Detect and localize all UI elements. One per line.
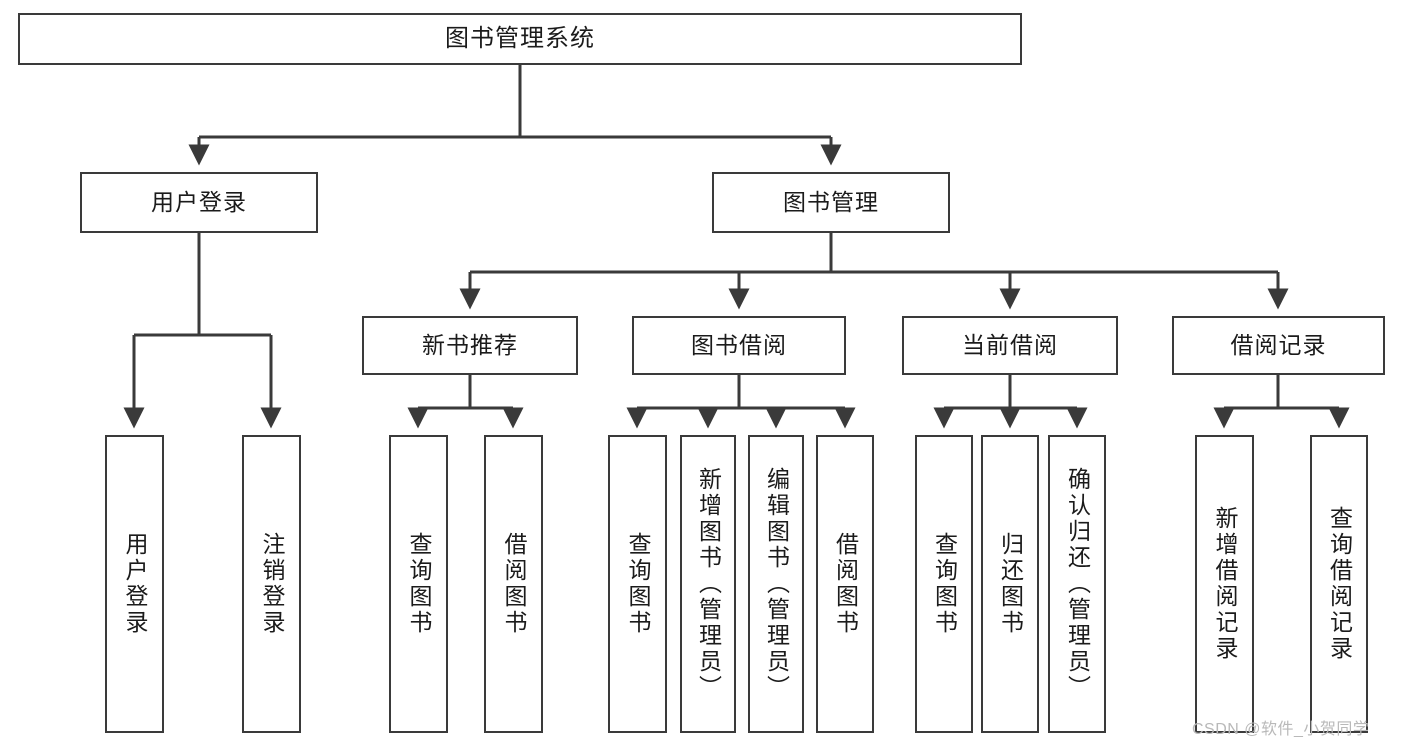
csdn-watermark: CSDN @软件_小贺同学	[1192, 721, 1370, 738]
node-leaf-logout[interactable]: 注销登录	[242, 435, 301, 733]
node-leaf-confirm-return[interactable]: 确认归还（管理员）	[1048, 435, 1106, 733]
node-root[interactable]: 图书管理系统	[18, 13, 1022, 65]
node-leaf-borrow-book[interactable]: 借阅图书	[816, 435, 874, 733]
node-leaf-add-book[interactable]: 新增图书（管理员）	[680, 435, 736, 733]
node-leaf-return-book[interactable]: 归还图书	[981, 435, 1039, 733]
node-leaf-query-borrow-record[interactable]: 查询借阅记录	[1310, 435, 1368, 733]
node-book-borrow[interactable]: 图书借阅	[632, 316, 846, 375]
node-current-borrow[interactable]: 当前借阅	[902, 316, 1118, 375]
node-leaf-borrow-book-rec[interactable]: 借阅图书	[484, 435, 543, 733]
node-leaf-add-borrow-record[interactable]: 新增借阅记录	[1195, 435, 1254, 733]
node-user-login[interactable]: 用户登录	[80, 172, 318, 233]
node-leaf-edit-book[interactable]: 编辑图书（管理员）	[748, 435, 804, 733]
node-book-manage[interactable]: 图书管理	[712, 172, 950, 233]
node-new-book-recommend[interactable]: 新书推荐	[362, 316, 578, 375]
node-leaf-query-book-cur[interactable]: 查询图书	[915, 435, 973, 733]
node-borrow-record[interactable]: 借阅记录	[1172, 316, 1385, 375]
node-leaf-query-book-borrow[interactable]: 查询图书	[608, 435, 667, 733]
node-leaf-query-book-rec[interactable]: 查询图书	[389, 435, 448, 733]
node-leaf-user-login[interactable]: 用户登录	[105, 435, 164, 733]
